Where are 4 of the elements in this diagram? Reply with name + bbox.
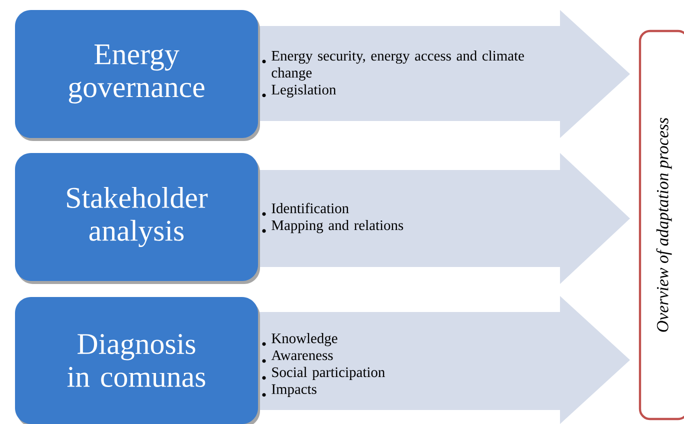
rounded-box: Stakeholder analysis xyxy=(15,153,260,284)
rounded-box: Energy governance xyxy=(15,10,260,141)
rounded-box: Diagnosis in comunas xyxy=(15,297,260,424)
rounded-box: Overview of adaptation process xyxy=(638,30,684,420)
